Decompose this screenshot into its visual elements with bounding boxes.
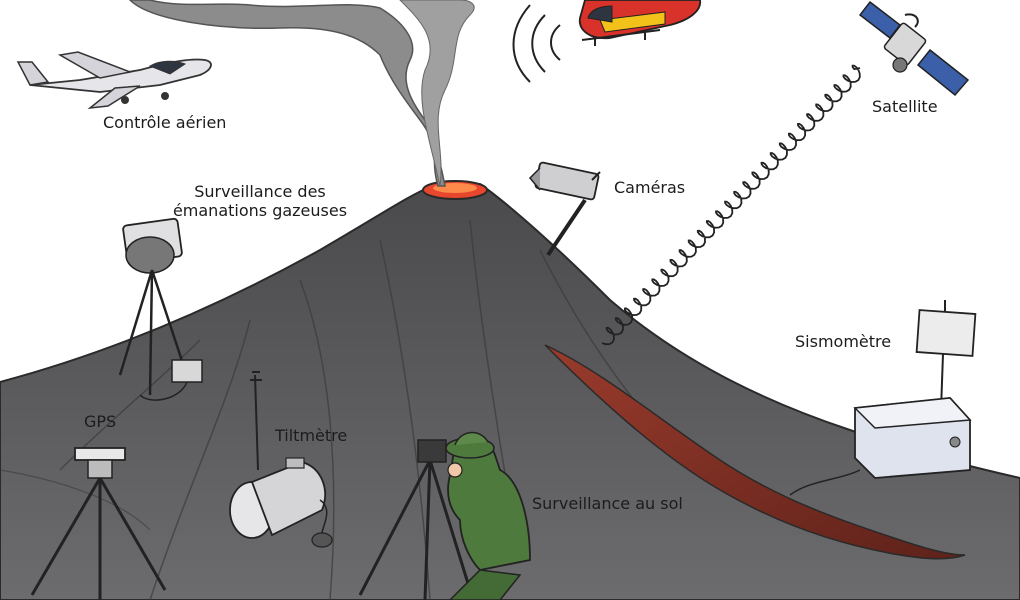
airplane-icon bbox=[16, 51, 212, 110]
ground-surveyor bbox=[358, 431, 531, 600]
helicopter-icon bbox=[578, 0, 702, 46]
lava-fissure bbox=[544, 344, 966, 560]
label-gas-monitoring-line1: Surveillance des bbox=[194, 182, 326, 201]
radio-waves-icon bbox=[512, 4, 561, 83]
label-tiltmeter: Tiltmètre bbox=[275, 426, 348, 445]
label-air-control: Contrôle aérien bbox=[103, 113, 227, 132]
label-gas-monitoring: Surveillance des émanations gazeuses bbox=[160, 182, 360, 220]
label-cameras: Caméras bbox=[614, 178, 686, 197]
gas-monitor-device bbox=[118, 217, 203, 401]
tiltmeter-device bbox=[229, 371, 333, 548]
label-satellite: Satellite bbox=[872, 97, 938, 116]
label-gas-monitoring-line2: émanations gazeuses bbox=[172, 201, 348, 220]
seismometer-device bbox=[789, 300, 977, 496]
camera-icon bbox=[528, 161, 601, 257]
gps-tripod bbox=[30, 447, 167, 600]
label-gps: GPS bbox=[84, 412, 117, 431]
signal-coil bbox=[601, 64, 861, 346]
label-ground-monitoring: Surveillance au sol bbox=[532, 494, 683, 513]
smoke-plume bbox=[128, 0, 475, 187]
satellite-icon bbox=[858, 0, 970, 97]
label-seismometer: Sismomètre bbox=[795, 332, 892, 351]
